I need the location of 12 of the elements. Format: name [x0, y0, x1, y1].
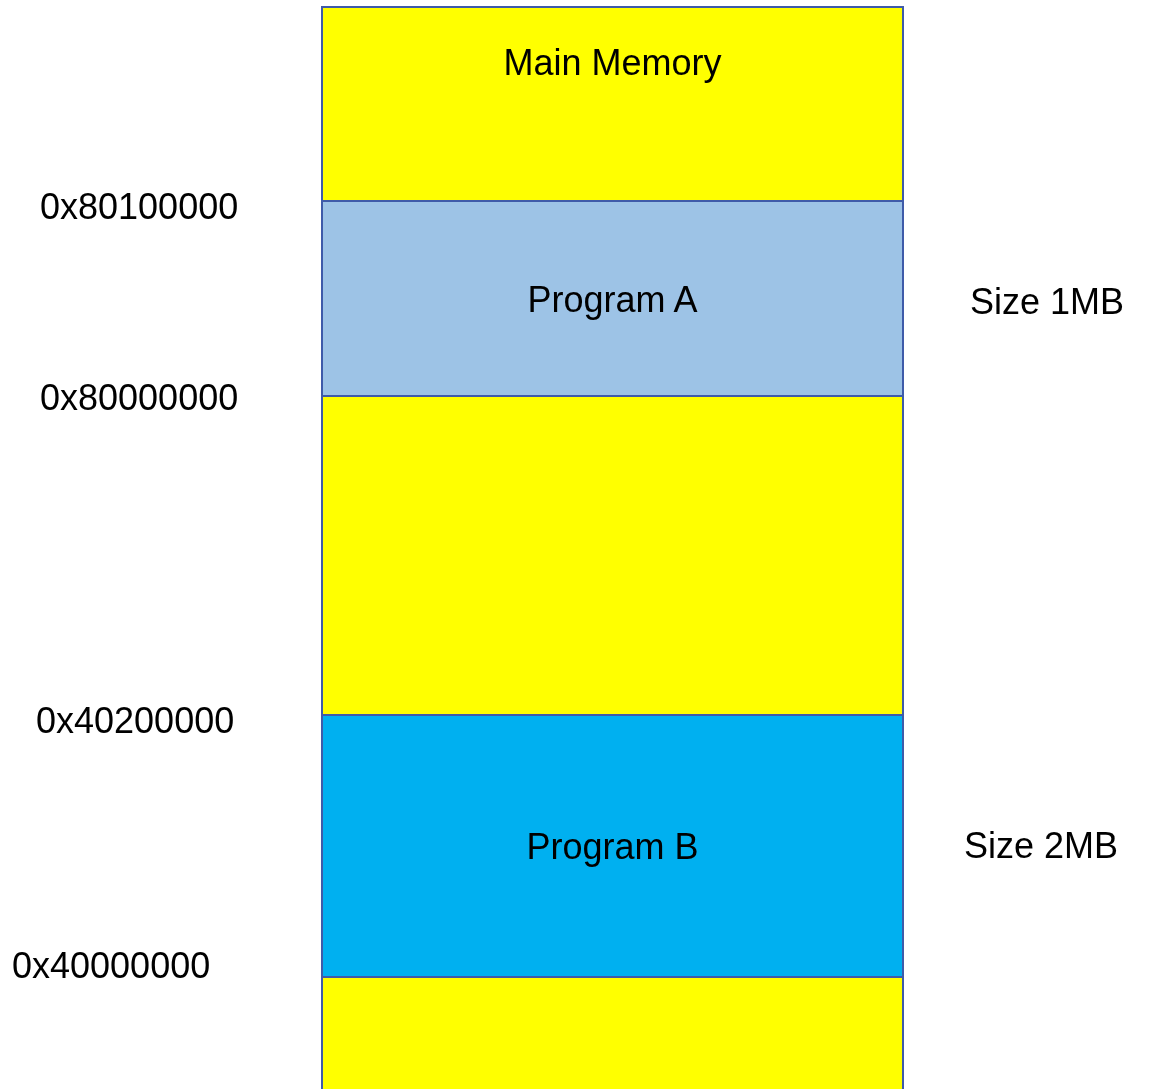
address-label: 0x40000000 [12, 944, 211, 988]
size-label: Size 2MB [964, 824, 1119, 868]
address-label: 0x80100000 [40, 185, 239, 229]
memory-region [321, 714, 904, 978]
address-label: 0x80000000 [40, 376, 239, 420]
memory-region [321, 200, 904, 397]
size-label: Size 1MB [970, 280, 1125, 324]
memory-column [321, 6, 904, 1089]
region-label: Program A [527, 278, 698, 321]
region-label: Program B [526, 826, 699, 868]
memory-title: Main Memory [503, 42, 722, 84]
address-label: 0x40200000 [36, 699, 235, 743]
